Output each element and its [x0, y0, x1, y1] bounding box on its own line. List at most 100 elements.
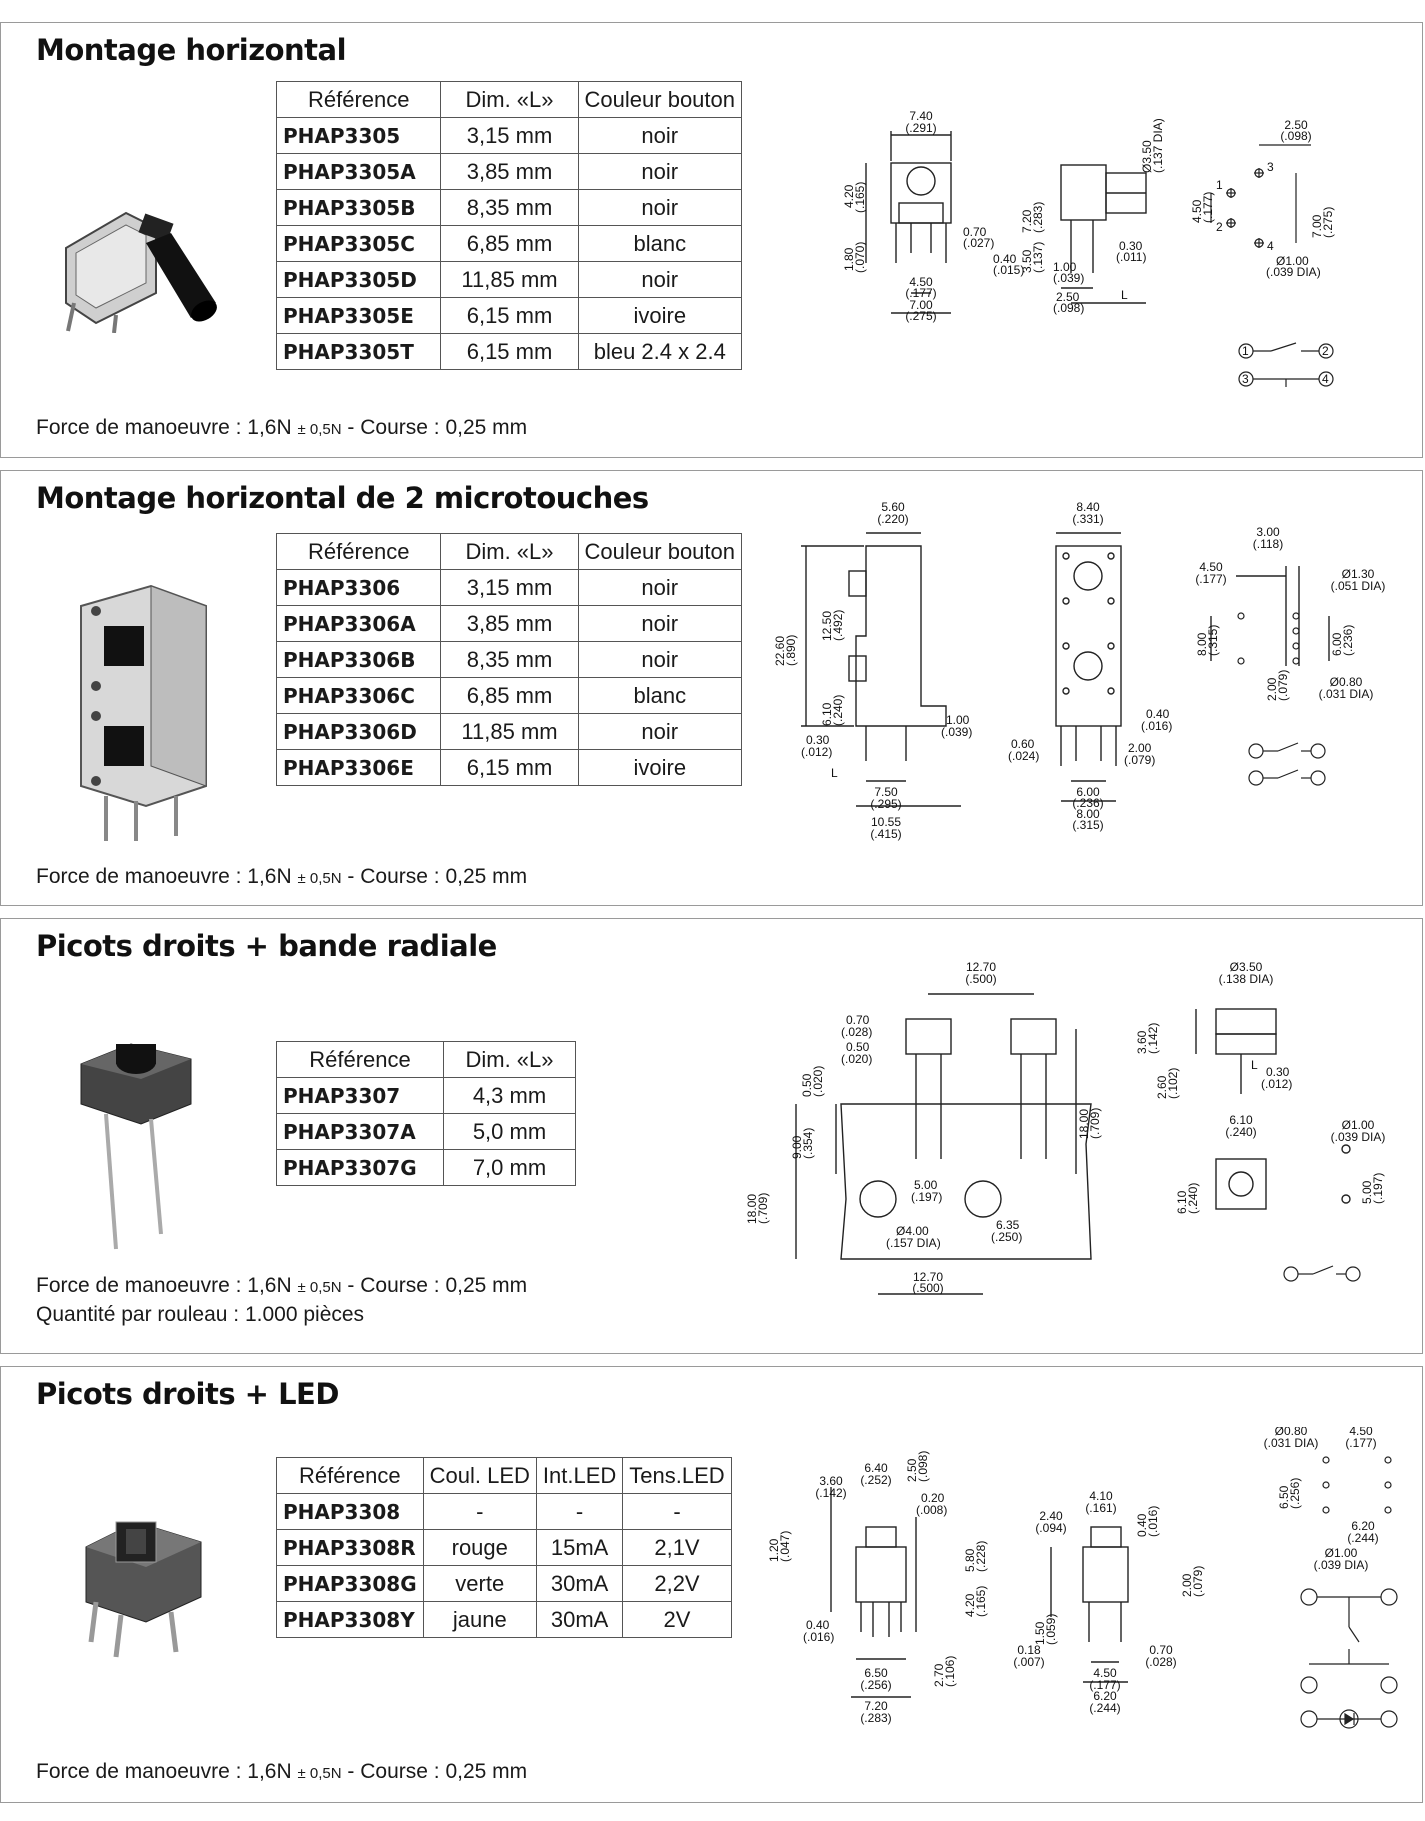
dim-label: (.059): [1044, 1614, 1058, 1645]
dim-label: 6.10: [1175, 1190, 1189, 1214]
dim-label: (.220): [877, 512, 908, 526]
dim-label: (.138 DIA): [1219, 972, 1274, 986]
dim-label: 0.30: [806, 733, 830, 747]
dim-label: (.118): [1253, 537, 1283, 551]
dim-cell: 3,15 mm: [440, 569, 579, 606]
dim-cell: 6,85 mm: [440, 677, 579, 714]
dims: 6.40 (.252) 3.60 (.142) 2.50 (.098) 0.20…: [767, 1427, 1379, 1725]
dim-label: 4.50: [1093, 1666, 1117, 1680]
dim-label: (.415): [870, 827, 901, 841]
dim-label: 0.30: [1266, 1065, 1290, 1079]
dim-label: (.079): [1191, 1566, 1205, 1597]
dim-label: 7.00: [1310, 214, 1324, 238]
switch-photo: [80, 584, 207, 841]
dim-label: 6.20: [1351, 1519, 1375, 1533]
ref-cell: PHAP3305D: [275, 261, 442, 298]
dims: 5.60 (.220) 22.60 (.890) 12.50 (.492) 6.…: [773, 500, 1385, 841]
dim-cell: 4,3 mm: [443, 1077, 576, 1114]
course-label: - Course : 0,25 mm: [347, 416, 528, 439]
reference-table: Référence Coul. LED Int.LED Tens.LED PHA…: [276, 1457, 732, 1638]
dim-label: Ø3.50: [1230, 960, 1263, 974]
technical-drawing: 5.60 (.220) 22.60 (.890) 12.50 (.492) 6.…: [773, 500, 1385, 841]
color-cell: noir: [577, 641, 743, 678]
dim-label: 4.50: [909, 275, 933, 289]
dim-label: 2.00: [1180, 1573, 1194, 1597]
dim-label: 5.00: [1360, 1180, 1374, 1204]
led-voltage-cell: 2,2V: [622, 1565, 732, 1602]
dim-label: 7.20: [1020, 209, 1034, 233]
dim-label: 2.50: [1284, 118, 1308, 132]
dim-label: (.275): [1321, 207, 1335, 238]
dim-cell: 3,85 mm: [440, 153, 579, 190]
dim-label: (.039 DIA): [1314, 1558, 1369, 1572]
dim-label: (.492): [831, 610, 845, 641]
dim-label: 6.40: [864, 1461, 888, 1475]
course-label: - Course : 0,25 mm: [347, 1274, 528, 1297]
ref-cell: PHAP3308G: [276, 1565, 424, 1602]
dim-label: (.098): [1053, 301, 1084, 315]
force-tolerance: ± 0,5N: [297, 1279, 342, 1296]
force-note: Force de manoeuvre : 1,6N ± 0,5N - Cours…: [36, 865, 527, 889]
pin-label: 1: [1242, 344, 1249, 358]
dim-label: 2.70: [932, 1663, 946, 1687]
dim-label: (.020): [811, 1066, 825, 1097]
dims-footprint: 2.50 (.098) 4.50 (.177) 7.00 (.275) Ø1.0…: [1190, 118, 1335, 279]
ref-cell: PHAP3307: [276, 1077, 444, 1114]
color-cell: ivoire: [577, 297, 743, 334]
dim-label: (.500): [965, 972, 996, 986]
dim-label: (.236): [1072, 796, 1103, 810]
ref-cell: PHAP3306C: [275, 677, 442, 714]
dim-label: Ø1.00: [1325, 1546, 1358, 1560]
pin-label: 2: [1216, 220, 1223, 234]
course-label: - Course : 0,25 mm: [347, 865, 528, 888]
footprint-holes: [1322, 1456, 1392, 1514]
dim-label: 5.80: [963, 1548, 977, 1572]
led-color-cell: rouge: [422, 1529, 537, 1566]
dim-label: 4.50: [1199, 560, 1223, 574]
header-dim-l: Dim. «L»: [440, 81, 579, 118]
dim-label: (.015): [993, 263, 1024, 277]
dim-label: L: [1251, 1058, 1258, 1072]
dim-cell: 3,85 mm: [440, 605, 579, 642]
dim-label: (.177): [1345, 1436, 1376, 1450]
dim-label: (.228): [974, 1541, 988, 1572]
dim-label: 2.00: [1265, 677, 1279, 701]
dim-label: 7.40: [909, 109, 933, 123]
dim-label: (.240): [831, 695, 845, 726]
dim-label: (.197): [1371, 1173, 1385, 1204]
dim-label: 2.60: [1155, 1075, 1169, 1099]
dim-label: (.102): [1166, 1068, 1180, 1099]
dim-label: 0.18: [1017, 1643, 1041, 1657]
dim-label: 0.40: [806, 1618, 830, 1632]
dim-label: (.142): [815, 1486, 846, 1500]
ref-cell: PHAP3305B: [275, 189, 442, 226]
led-voltage-cell: 2V: [622, 1601, 732, 1638]
dim-label: (.070): [853, 242, 867, 273]
dim-label: 0.30: [1119, 239, 1143, 253]
dim-label: (.012): [801, 745, 832, 759]
dim-label: 9.00: [790, 1135, 804, 1159]
quantity-note: Quantité par rouleau : 1.000 pièces: [36, 1303, 365, 1326]
ref-cell: PHAP3306B: [275, 641, 442, 678]
ref-cell: PHAP3305C: [275, 225, 442, 262]
pin-label: 3: [1242, 372, 1249, 386]
dim-cell: 8,35 mm: [440, 189, 579, 226]
dim-label: 2.00: [1128, 741, 1152, 755]
led-color-cell: jaune: [422, 1601, 537, 1638]
reference-table: Référence Dim. «L» Couleur bouton PHAP33…: [275, 533, 743, 786]
dim-label: Ø1.00: [1276, 254, 1309, 268]
color-cell: noir: [577, 569, 743, 606]
dim-label: 1.20: [767, 1538, 781, 1562]
dim-label: (.177): [1089, 1678, 1120, 1692]
dim-label: 3.50: [1020, 249, 1034, 273]
dim-label: Ø4.00: [896, 1224, 929, 1238]
dim-label: (.295): [870, 797, 901, 811]
color-cell: ivoire: [577, 749, 743, 786]
pin-label: 4: [1267, 239, 1274, 253]
dim-label: (.165): [853, 182, 867, 213]
dim-label: (.315): [1206, 625, 1220, 656]
color-cell: blanc: [577, 225, 743, 262]
dim-label: 12.70: [966, 960, 996, 974]
